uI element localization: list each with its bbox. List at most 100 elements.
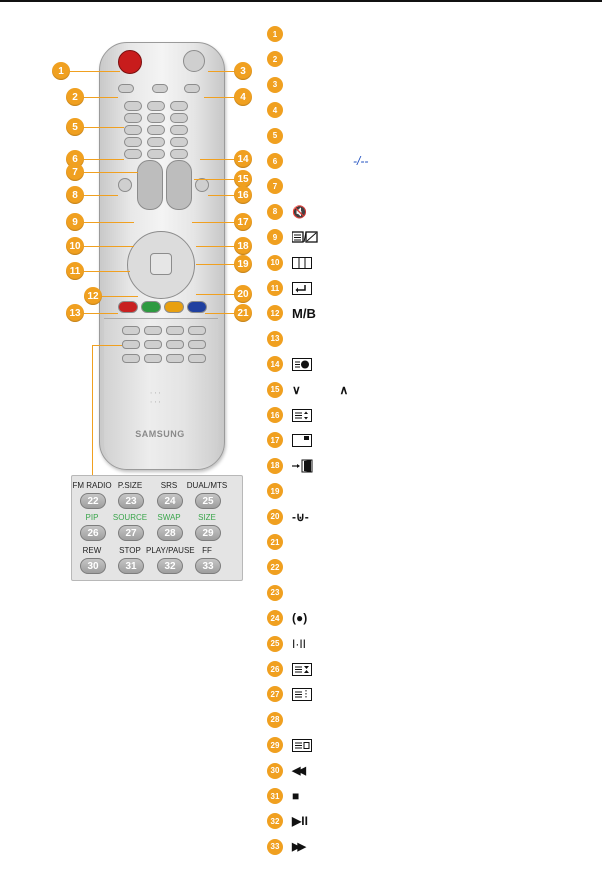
legend-symbol-text: ■ (292, 789, 300, 803)
leader-line (84, 172, 138, 173)
number-key[interactable] (147, 125, 165, 135)
number-key[interactable] (147, 149, 165, 159)
leader-line (84, 313, 118, 314)
number-key[interactable] (170, 101, 188, 111)
legend-item: 28 (267, 710, 283, 730)
legend-number-badge: 33 (267, 838, 283, 855)
keypad-button[interactable]: 29 (195, 525, 221, 541)
ttx-mix-icon (292, 231, 318, 243)
keypad-label: P.SIZE (117, 481, 143, 490)
keypad-button[interactable]: 32 (157, 558, 183, 574)
legend-number-badge: 18 (267, 457, 283, 474)
keypad-label: REW (82, 546, 102, 555)
legend-symbol-text: 🔇 (292, 204, 307, 219)
legend-item: 21 (267, 532, 283, 552)
blue-button[interactable] (187, 301, 207, 313)
legend-item: 27 (267, 684, 312, 704)
callout-badge: 11 (66, 262, 84, 280)
function-key[interactable] (122, 326, 140, 335)
channel-rocker[interactable] (166, 160, 192, 210)
enter-button[interactable] (150, 253, 172, 275)
keypad-label: STOP (119, 546, 141, 555)
number-key[interactable] (170, 113, 188, 123)
function-key[interactable] (188, 354, 206, 363)
number-key[interactable] (124, 149, 142, 159)
keypad-button[interactable]: 27 (118, 525, 144, 541)
off-button[interactable] (183, 50, 205, 72)
legend-item: 32▶II (267, 811, 308, 831)
number-key[interactable] (170, 149, 188, 159)
stop-icon: ■ (292, 789, 299, 803)
leader-line (205, 313, 234, 314)
function-key[interactable] (144, 340, 162, 349)
legend-number-badge: 21 (267, 534, 283, 550)
legend-item: 16 (267, 405, 312, 425)
play-pause-icon: ▶II (292, 814, 308, 828)
legend-number-badge: 19 (267, 483, 283, 500)
navigation-ring[interactable] (127, 231, 195, 299)
legend-item: 9 (267, 227, 318, 247)
keypad-button[interactable]: 24 (157, 493, 183, 509)
function-key[interactable] (122, 340, 140, 349)
keypad-button[interactable]: 28 (157, 525, 183, 541)
power-button[interactable] (118, 50, 142, 74)
number-key[interactable] (170, 137, 188, 147)
callout-badge: 1 (52, 62, 70, 80)
legend-item: 29 (267, 735, 312, 755)
source-button[interactable] (195, 178, 209, 192)
legend-number-badge: 10 (267, 254, 283, 271)
function-key[interactable] (188, 326, 206, 335)
red-button[interactable] (118, 301, 138, 313)
legend-item: 20-⊍- (267, 507, 309, 527)
function-key[interactable] (144, 326, 162, 335)
set-button[interactable] (152, 84, 168, 93)
function-key[interactable] (166, 340, 184, 349)
legend-number-badge: 6 (267, 153, 283, 169)
keypad-button[interactable]: 26 (80, 525, 106, 541)
function-key[interactable] (122, 354, 140, 363)
keypad-button[interactable]: 23 (118, 493, 144, 509)
yellow-button[interactable] (164, 301, 184, 313)
number-key[interactable] (170, 125, 188, 135)
keypad-button[interactable]: 25 (195, 493, 221, 509)
brand-logo: SAMSUNG (135, 429, 185, 439)
mute-icon: 🔇 (292, 205, 307, 219)
keypad-label: FF (202, 546, 212, 555)
legend-symbol-text: ◀◀ (292, 765, 306, 778)
lock-button[interactable] (184, 84, 200, 93)
function-key[interactable] (144, 354, 162, 363)
keypad-button[interactable]: 30 (80, 558, 106, 574)
legend-item: 22 (267, 557, 283, 577)
green-button[interactable] (141, 301, 161, 313)
legend-number-badge: 5 (267, 127, 283, 144)
function-key[interactable] (188, 340, 206, 349)
number-key[interactable] (147, 113, 165, 123)
mute-button[interactable] (118, 178, 132, 192)
keypad-button[interactable]: 33 (195, 558, 221, 574)
callout-badge: 21 (234, 304, 252, 322)
number-key[interactable] (147, 137, 165, 147)
number-key[interactable] (124, 125, 142, 135)
function-key[interactable] (166, 354, 184, 363)
number-key[interactable] (124, 113, 142, 123)
keypad-button[interactable]: 22 (80, 493, 106, 509)
source-list-icon (292, 408, 312, 422)
dual-icon: I·II (292, 637, 306, 651)
leader-line (208, 71, 236, 72)
legend-number-badge: 28 (267, 711, 283, 728)
keypad-label: PIP (85, 513, 99, 522)
keypad-label: PLAY/PAUSE (146, 546, 195, 555)
volume-rocker[interactable] (137, 160, 163, 210)
callout-badge: 20 (234, 285, 252, 303)
keypad-button[interactable]: 31 (118, 558, 144, 574)
legend-number-badge: 20 (267, 508, 283, 525)
number-key[interactable] (124, 137, 142, 147)
legend-symbol-text: ∨ ∧ (292, 382, 349, 397)
number-key[interactable] (147, 101, 165, 111)
number-key[interactable] (124, 101, 142, 111)
pip-corner-icon (292, 433, 312, 447)
tv-button[interactable] (118, 84, 134, 93)
function-key[interactable] (166, 326, 184, 335)
legend-number-badge: 11 (267, 280, 283, 296)
